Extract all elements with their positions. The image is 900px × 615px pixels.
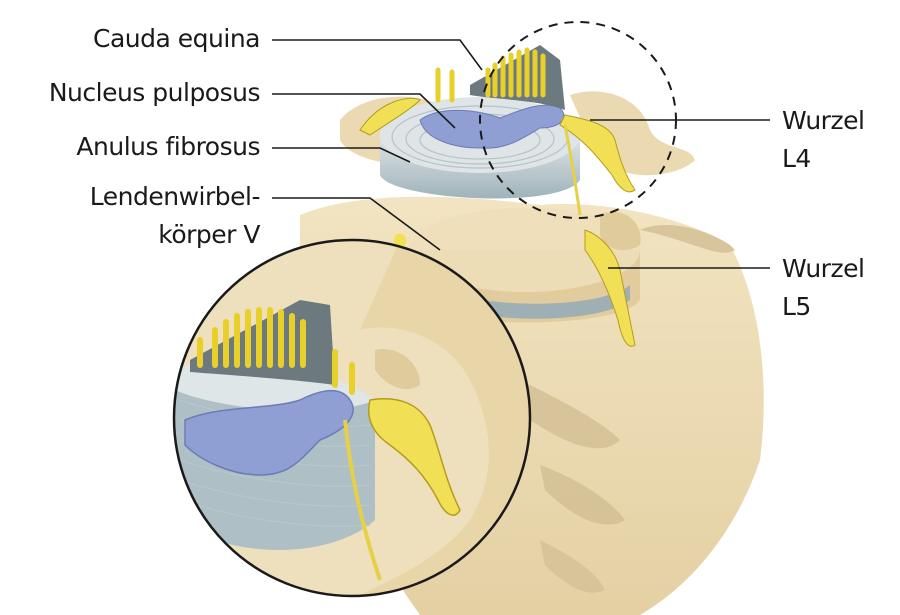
cauda-equina-fibres — [435, 47, 546, 103]
label-lendenwirbel-line2: körper V — [158, 220, 260, 249]
nerve-root-l5 — [584, 229, 636, 347]
label-cauda-equina: Cauda equina — [93, 24, 260, 53]
label-wurzel-l5-line2: L5 — [782, 292, 811, 321]
leader-lines — [272, 39, 770, 269]
leader-lendenwirbel — [272, 197, 441, 251]
label-lendenwirbel-line1: Lendenwirbel- — [89, 182, 261, 211]
nerve-root-l4 — [559, 114, 636, 216]
leader-nucleus-pulposus — [272, 93, 456, 129]
label-wurzel-l4-line1: Wurzel — [782, 106, 865, 135]
label-wurzel-l4-line2: L4 — [782, 144, 811, 173]
leader-anulus-fibrosus — [272, 147, 411, 163]
magnifier-inset-circle — [172, 238, 532, 598]
label-wurzel-l5-line1: Wurzel — [782, 254, 865, 283]
label-anulus-fibrosus: Anulus fibrosus — [76, 132, 260, 161]
leader-cauda-equina — [272, 39, 483, 71]
label-nucleus-pulposus: Nucleus pulposus — [48, 78, 261, 107]
